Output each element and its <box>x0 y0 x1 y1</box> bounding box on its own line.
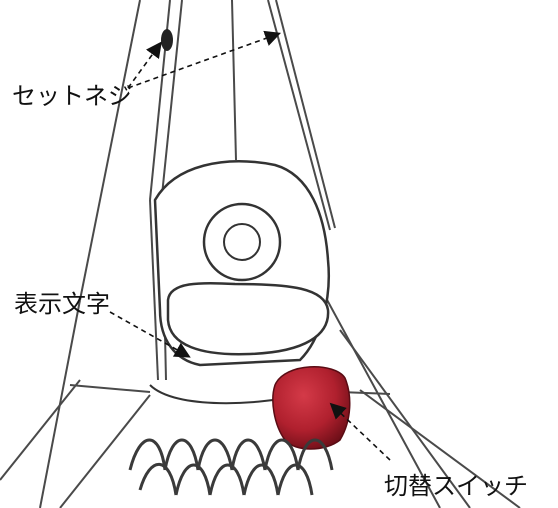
pivot-inner-ring <box>223 223 261 261</box>
set-screw-arrow-1 <box>127 41 162 89</box>
leader-arrows <box>109 30 391 461</box>
set-screw <box>161 29 173 51</box>
spring <box>128 438 334 496</box>
set-screw-arrow-2 <box>127 30 282 89</box>
toggle-switch <box>272 366 351 450</box>
display-text-label: 表示文字 <box>14 290 110 318</box>
display-window <box>166 281 330 356</box>
set-screw-label: セットネジ <box>12 82 132 110</box>
toggle-switch-label: 切替スイッチ <box>384 472 528 500</box>
display-text-arrow <box>109 311 191 358</box>
toggle-switch-arrow <box>329 402 391 461</box>
